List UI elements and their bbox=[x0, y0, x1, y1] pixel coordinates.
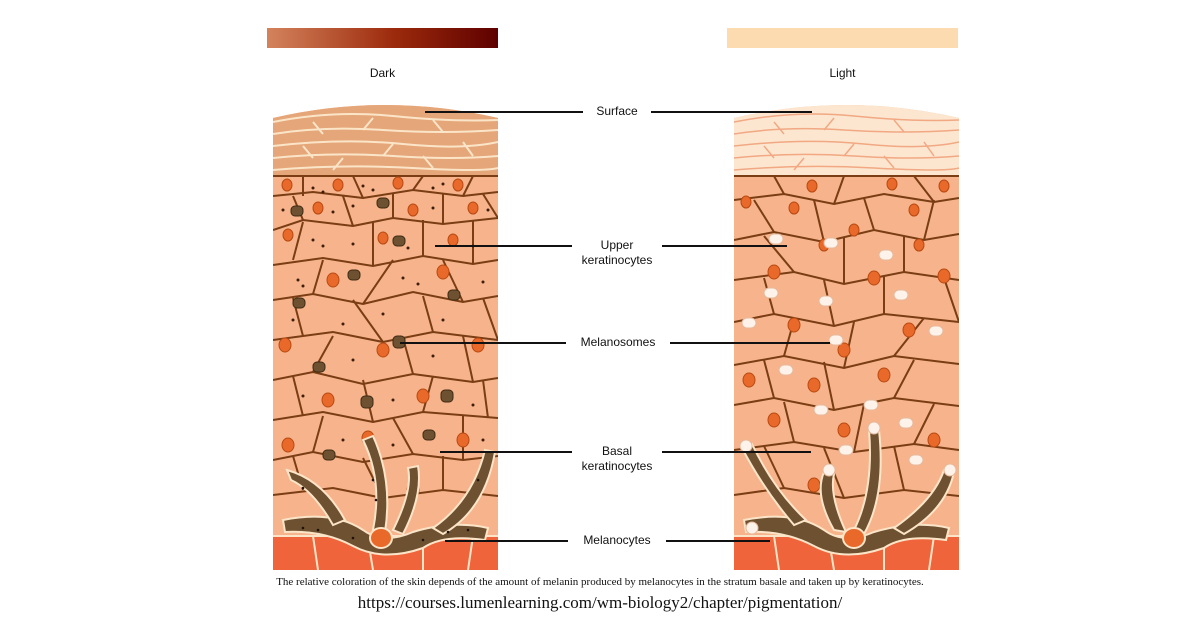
dark-column-title: Dark bbox=[369, 66, 396, 80]
dark-skin-cross-section bbox=[273, 105, 498, 570]
label-basal-line1: Basal bbox=[601, 444, 633, 458]
label-basal-line2: keratinocytes bbox=[581, 459, 653, 473]
melanocytes-leader-left bbox=[445, 540, 570, 542]
label-surface-text: Surface bbox=[596, 104, 638, 118]
dark-skin-color-swatch bbox=[267, 28, 498, 48]
source-url[interactable]: https://courses.lumenlearning.com/wm-bio… bbox=[357, 593, 843, 612]
surface-leader-right bbox=[640, 111, 812, 113]
label-upper-line1: Upper bbox=[600, 238, 634, 252]
upper-keratinocytes-leader-left bbox=[435, 245, 590, 247]
melanosomes-leader-right bbox=[660, 342, 830, 344]
figure-caption: The relative coloration of the skin depe… bbox=[276, 576, 924, 588]
upper-keratinocytes-leader-right bbox=[637, 245, 787, 247]
label-melanosomes: Melanosomes bbox=[566, 335, 670, 350]
melanocytes-leader-right bbox=[655, 540, 770, 542]
basal-keratinocytes-leader-right bbox=[636, 451, 811, 453]
label-upper-keratinocytes: Upper keratinocytes bbox=[572, 238, 662, 268]
label-surface: Surface bbox=[583, 104, 651, 119]
light-skin-cross-section bbox=[734, 105, 959, 570]
light-column-title: Light bbox=[829, 66, 856, 80]
label-melanocytes-text: Melanocytes bbox=[583, 533, 651, 547]
label-melanosomes-text: Melanosomes bbox=[580, 335, 656, 349]
label-basal-keratinocytes: Basal keratinocytes bbox=[572, 444, 662, 474]
label-melanocytes: Melanocytes bbox=[568, 533, 666, 548]
light-skin-color-swatch bbox=[727, 28, 958, 48]
basal-keratinocytes-leader-left bbox=[440, 451, 590, 453]
label-upper-line2: keratinocytes bbox=[581, 253, 653, 267]
surface-leader-left bbox=[425, 111, 585, 113]
melanosomes-leader-left bbox=[400, 342, 570, 344]
